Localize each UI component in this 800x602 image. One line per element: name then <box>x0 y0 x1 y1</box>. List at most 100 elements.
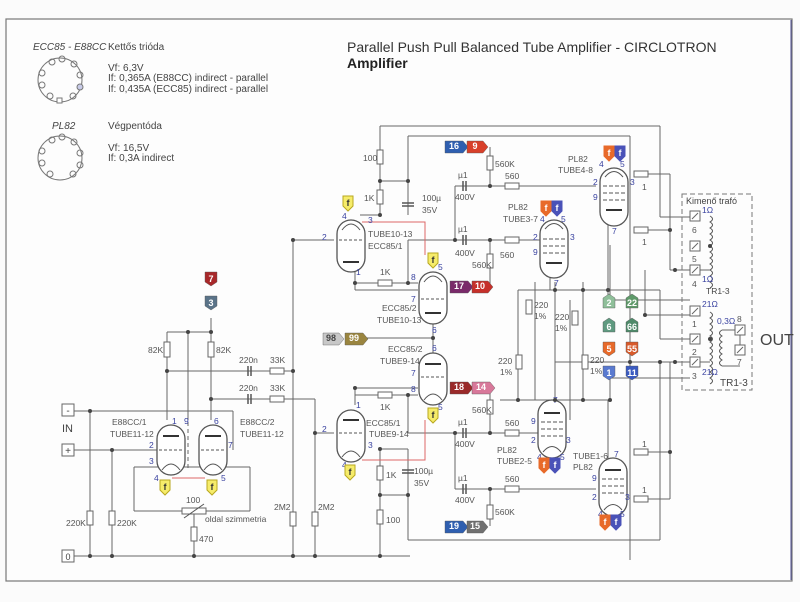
svg-text:1: 1 <box>356 267 361 277</box>
input-minus-terminal[interactable]: - <box>61 403 75 417</box>
connection-tag-label: 7 <box>208 274 213 284</box>
transformer-terminal-1[interactable]: 1 21Ω <box>689 299 718 329</box>
svg-text:7: 7 <box>554 278 559 288</box>
connection-tag-label: 9 <box>472 141 477 151</box>
connection-tag-17: 17 <box>449 280 474 294</box>
input-plus-terminal[interactable]: + <box>61 443 75 457</box>
heater-tag-f: f <box>206 479 218 496</box>
svg-text:1K: 1K <box>380 267 391 277</box>
legend-ecc85-type: Kettős trióda <box>108 42 165 53</box>
svg-text:2: 2 <box>531 435 536 445</box>
transformer-terminal-6[interactable]: 61Ω <box>689 205 713 235</box>
cap-220n-top: 220n <box>239 355 258 376</box>
svg-text:TUBE11-12: TUBE11-12 <box>240 429 284 439</box>
connection-tag-label: 17 <box>454 281 464 291</box>
connection-tag-55: 55 <box>625 341 639 357</box>
svg-text:TUBE10-13: TUBE10-13 <box>377 315 422 325</box>
svg-text:2: 2 <box>592 492 597 502</box>
heater-tag-f-blue: f <box>614 145 626 162</box>
connection-tag-1: 1 <box>602 365 616 381</box>
svg-text:PL82: PL82 <box>568 154 588 164</box>
svg-text:560: 560 <box>505 474 519 484</box>
connection-tag-5: 5 <box>602 341 616 357</box>
svg-text:400V: 400V <box>455 495 475 505</box>
svg-text:3: 3 <box>625 492 630 502</box>
svg-text:3: 3 <box>566 435 571 445</box>
svg-text:µ1: µ1 <box>458 224 468 234</box>
svg-text:6: 6 <box>214 416 219 426</box>
svg-text:9: 9 <box>592 473 597 483</box>
svg-text:560K: 560K <box>472 405 492 415</box>
resistor-220k-right: 220K <box>108 510 137 528</box>
svg-text:1%: 1% <box>534 311 547 321</box>
svg-text:2: 2 <box>533 232 538 242</box>
svg-text:ECC85/2: ECC85/2 <box>382 303 417 313</box>
transformer-terminal-5[interactable]: 5 <box>689 240 701 264</box>
connection-tag-label: 3 <box>208 298 213 308</box>
svg-text:7: 7 <box>228 440 233 450</box>
svg-text:+: + <box>65 446 71 457</box>
cap-u1-2: µ1 400V <box>455 224 475 258</box>
transformer-terminal-2[interactable]: 2 <box>689 333 701 357</box>
svg-text:1: 1 <box>356 400 361 410</box>
heater-tag-f: f <box>427 407 439 424</box>
svg-text:220: 220 <box>590 355 604 365</box>
svg-text:1: 1 <box>692 319 697 329</box>
connection-tag-16: 16 <box>444 140 469 154</box>
svg-text:3: 3 <box>368 440 373 450</box>
input-label: IN <box>62 423 73 435</box>
transformer-terminal-8[interactable]: 80,3Ω <box>717 314 746 336</box>
heater-tag-f-orange: f <box>540 200 552 217</box>
svg-text:7: 7 <box>737 357 742 367</box>
svg-text:1%: 1% <box>500 367 513 377</box>
resistor-560-1: 560 <box>504 171 520 190</box>
trimmer-100[interactable]: 100 <box>181 495 207 519</box>
legend-pl82-type: Végpentóda <box>108 121 162 132</box>
svg-text:8: 8 <box>737 314 742 324</box>
svg-text:82K: 82K <box>216 345 231 355</box>
heater-label: f <box>432 255 436 265</box>
svg-text:TUBE11-12: TUBE11-12 <box>110 429 154 439</box>
heater-tag-f: f <box>427 252 439 269</box>
transformer-box-title: Kimenő trafó <box>686 196 737 206</box>
resistor-560k-3: 560K <box>472 399 494 415</box>
connection-tag-22: 22 <box>625 293 639 309</box>
svg-text:100µ: 100µ <box>414 466 433 476</box>
svg-text:220: 220 <box>555 312 569 322</box>
svg-text:33K: 33K <box>270 355 285 365</box>
heater-tag-f: f <box>342 195 354 212</box>
connection-tag-7: 7 <box>204 271 218 287</box>
ground-terminal[interactable]: 0 <box>61 549 75 563</box>
svg-text:9: 9 <box>533 247 538 257</box>
svg-text:220: 220 <box>498 356 512 366</box>
svg-text:100: 100 <box>186 495 200 505</box>
svg-text:5: 5 <box>620 159 625 169</box>
svg-text:2M2: 2M2 <box>318 502 335 512</box>
svg-text:400V: 400V <box>455 248 475 258</box>
connection-tag-label: 19 <box>449 521 459 531</box>
svg-text:33K: 33K <box>270 383 285 393</box>
svg-text:7: 7 <box>612 226 617 236</box>
transformer-label: TR1-3 <box>706 286 730 296</box>
transformer-terminal-7[interactable]: 7 <box>734 344 746 367</box>
svg-text:560: 560 <box>505 418 519 428</box>
svg-text:TUBE10-13: TUBE10-13 <box>368 229 413 239</box>
svg-text:21Ω: 21Ω <box>702 367 718 377</box>
connection-tag-14: 14 <box>471 381 496 395</box>
ecc85-pinout-icon <box>37 55 84 104</box>
svg-text:5: 5 <box>620 509 625 519</box>
connection-tag-label: 22 <box>627 298 637 308</box>
svg-text:6: 6 <box>432 325 437 335</box>
svg-text:PL82: PL82 <box>508 202 528 212</box>
heater-tag-f-orange: f <box>599 514 611 531</box>
svg-text:3: 3 <box>149 456 154 466</box>
svg-text:1: 1 <box>642 182 647 192</box>
svg-text:21Ω: 21Ω <box>702 299 718 309</box>
